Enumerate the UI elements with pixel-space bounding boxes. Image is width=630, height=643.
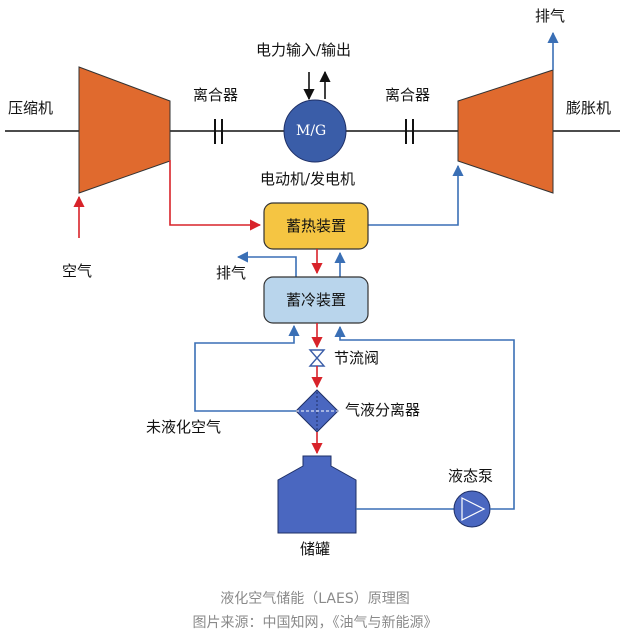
clutch-left-symbol (214, 119, 223, 144)
clutch-right-symbol (405, 119, 414, 144)
separator-label: 气液分离器 (345, 401, 421, 419)
cold-storage-label: 蓄冷装置 (285, 291, 346, 309)
throttle-valve-symbol (308, 349, 326, 367)
compressor-to-heat-line (169, 160, 262, 231)
cold-storage-box (263, 276, 369, 324)
throttle-valve-label: 节流阀 (334, 349, 380, 367)
pump-return-line (334, 325, 515, 510)
expander-label: 膨胀机 (566, 99, 612, 117)
motor-generator-circle (283, 99, 347, 163)
storage-tank-label: 储罐 (300, 540, 331, 558)
clutch-left-label: 离合器 (193, 86, 239, 104)
power-io-label: 电力输入/输出 (256, 41, 352, 59)
exhaust-mid-label: 排气 (216, 264, 247, 282)
expander-shape (457, 69, 554, 194)
air-label: 空气 (62, 262, 93, 280)
heat-storage-box (263, 202, 369, 250)
motor-generator-label: 电动机/发电机 (260, 170, 356, 188)
exhaust-top-label: 排气 (535, 7, 566, 25)
mg-label: M/G (296, 123, 327, 139)
unliquefied-air-line (194, 324, 300, 412)
separator-symbol (295, 389, 339, 433)
clutch-right-label: 离合器 (385, 86, 431, 104)
unliquefied-air-label: 未液化空气 (146, 418, 222, 436)
heat-to-expander-line (368, 164, 464, 226)
liquid-pump-triangle (461, 497, 486, 521)
caption-source: 图片来源：中国知网，《油气与新能源》 (192, 615, 438, 631)
exhaust-mid-line (236, 251, 297, 277)
caption-title: 液化空气储能（LAES）原理图 (220, 591, 410, 607)
heat-storage-label: 蓄热装置 (285, 217, 346, 235)
compressor-shape (78, 66, 171, 194)
storage-tank-shape (277, 455, 357, 534)
compressor-label: 压缩机 (8, 99, 54, 117)
liquid-pump-label: 液态泵 (448, 467, 494, 485)
